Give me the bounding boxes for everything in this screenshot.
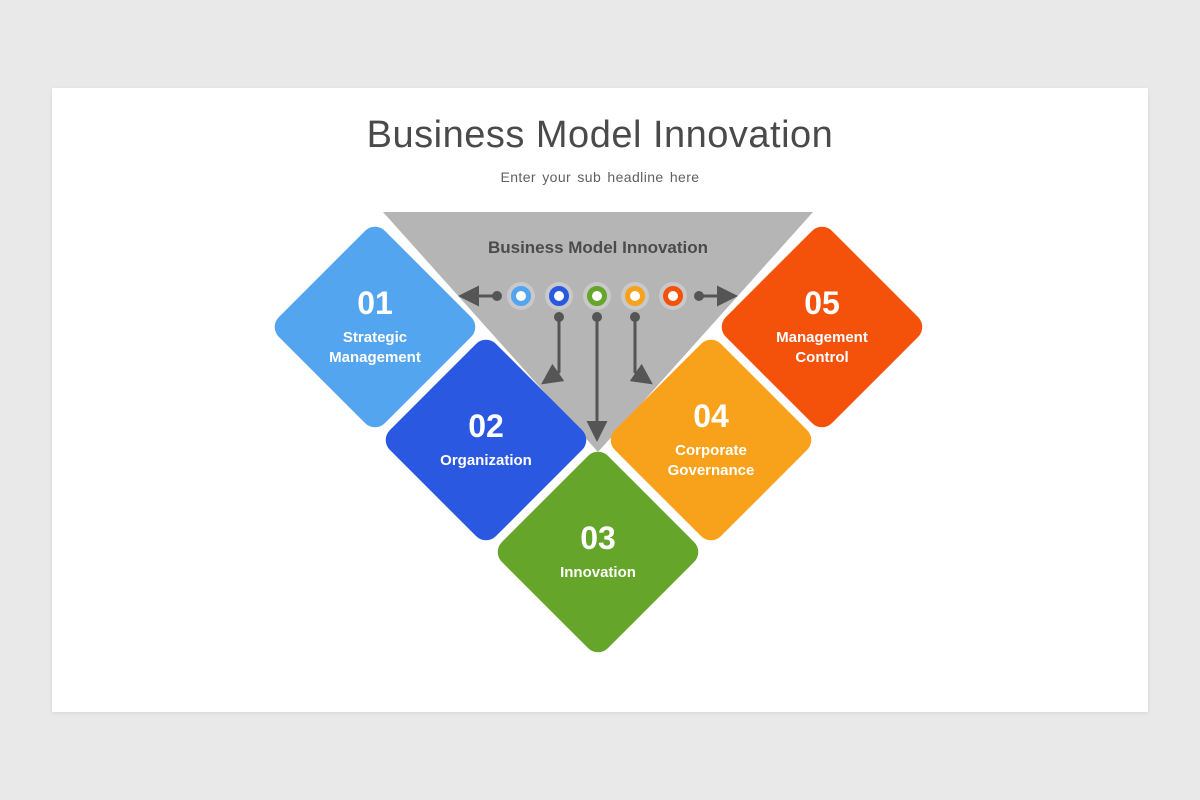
diamond-03-label: Innovation <box>560 563 636 581</box>
diamond-05-content: 05 Management Control <box>742 252 902 402</box>
diamond-04-number: 04 <box>693 397 729 434</box>
diamond-04-label: Corporate Governance <box>667 441 755 480</box>
diamond-02-content: 02 Organization <box>406 365 566 515</box>
node-circle-04 <box>621 282 649 310</box>
node-ring-04 <box>625 286 645 306</box>
slide-subtitle: Enter your sub headline here <box>500 169 700 185</box>
diamond-01-number: 01 <box>357 284 393 321</box>
node-circle-03 <box>583 282 611 310</box>
slide-canvas: Business Model Innovation Enter your sub… <box>52 88 1148 712</box>
node-circle-02 <box>545 282 573 310</box>
diamond-01-content: 01 Strategic Management <box>295 252 455 402</box>
node-circle-05 <box>659 282 687 310</box>
node-circle-01 <box>507 282 535 310</box>
node-ring-03 <box>587 286 607 306</box>
diamond-03-number: 03 <box>580 519 616 556</box>
slide-title: Business Model Innovation <box>366 114 834 156</box>
node-ring-05 <box>663 286 683 306</box>
diamond-05-label: Management Control <box>776 328 868 367</box>
node-ring-01 <box>511 286 531 306</box>
diamond-02-number: 02 <box>468 407 504 444</box>
diamond-03-content: 03 Innovation <box>518 477 678 627</box>
diagram-center-label: Business Model Innovation <box>487 238 709 257</box>
diamond-04-content: 04 Corporate Governance <box>631 365 791 515</box>
diamond-01-label: Strategic Management <box>329 328 421 367</box>
node-ring-02 <box>549 286 569 306</box>
business-model-diagram: Business Model Innovation 01 Strategic M… <box>52 88 1148 712</box>
diamond-05-number: 05 <box>804 284 840 321</box>
diamond-02-label: Organization <box>440 451 532 469</box>
